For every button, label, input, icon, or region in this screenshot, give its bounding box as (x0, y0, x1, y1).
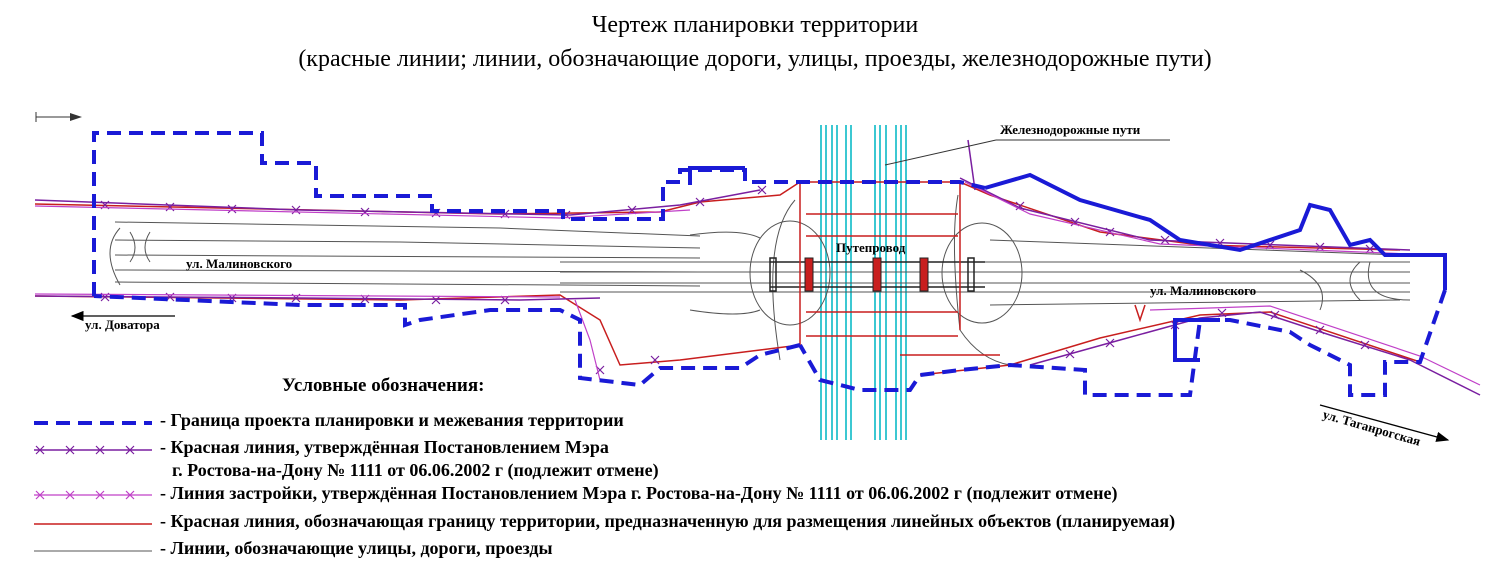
railway-leader (884, 139, 997, 166)
approved-red-line-markers (100, 185, 1375, 375)
legend-item-planned-red-line: - Красная линия, обозначающая границу те… (160, 511, 1176, 531)
street-label-west: ул. Малиновского (186, 256, 292, 271)
project-boundary (92, 131, 1447, 397)
railway-label: Железнодорожные пути (1000, 122, 1141, 137)
overpass-label: Путепровод (836, 240, 906, 255)
legend-item-roads: - Линии, обозначающие улицы, дороги, про… (160, 538, 553, 558)
street-label-east: ул. Малиновского (1150, 283, 1256, 298)
dovatora-label: ул. Доватора (85, 317, 160, 332)
legend-item-boundary: - Граница проекта планировки и межевания… (160, 410, 624, 430)
roads (109, 194, 1411, 366)
legend-symbols (34, 421, 152, 552)
legend-item-building-line: - Линия застройки, утверждённая Постанов… (160, 483, 1118, 503)
taganrogskaya-arrow (1319, 404, 1450, 442)
legend-symbol-building-line (34, 490, 152, 500)
legend-symbol-approved-red-line (34, 445, 152, 455)
legend-item-approved-red-line: - Красная линия, утверждённая Постановле… (160, 437, 609, 457)
taganrogskaya-label: ул. Таганрогская (1321, 406, 1422, 448)
drawing-subtitle: (красные линии; линии, обозначающие доро… (298, 46, 1212, 72)
overpass (769, 257, 985, 292)
legend-title: Условные обозначения: (282, 375, 485, 396)
drawing-title: Чертеж планировки территории (591, 12, 919, 38)
north-arrow-icon (35, 112, 82, 122)
building-line (34, 181, 1481, 386)
approved-red-line (34, 139, 1481, 396)
legend-item-approved-red-line-cont: г. Ростова-на-Дону № 1111 от 06.06.2002 … (172, 460, 659, 480)
